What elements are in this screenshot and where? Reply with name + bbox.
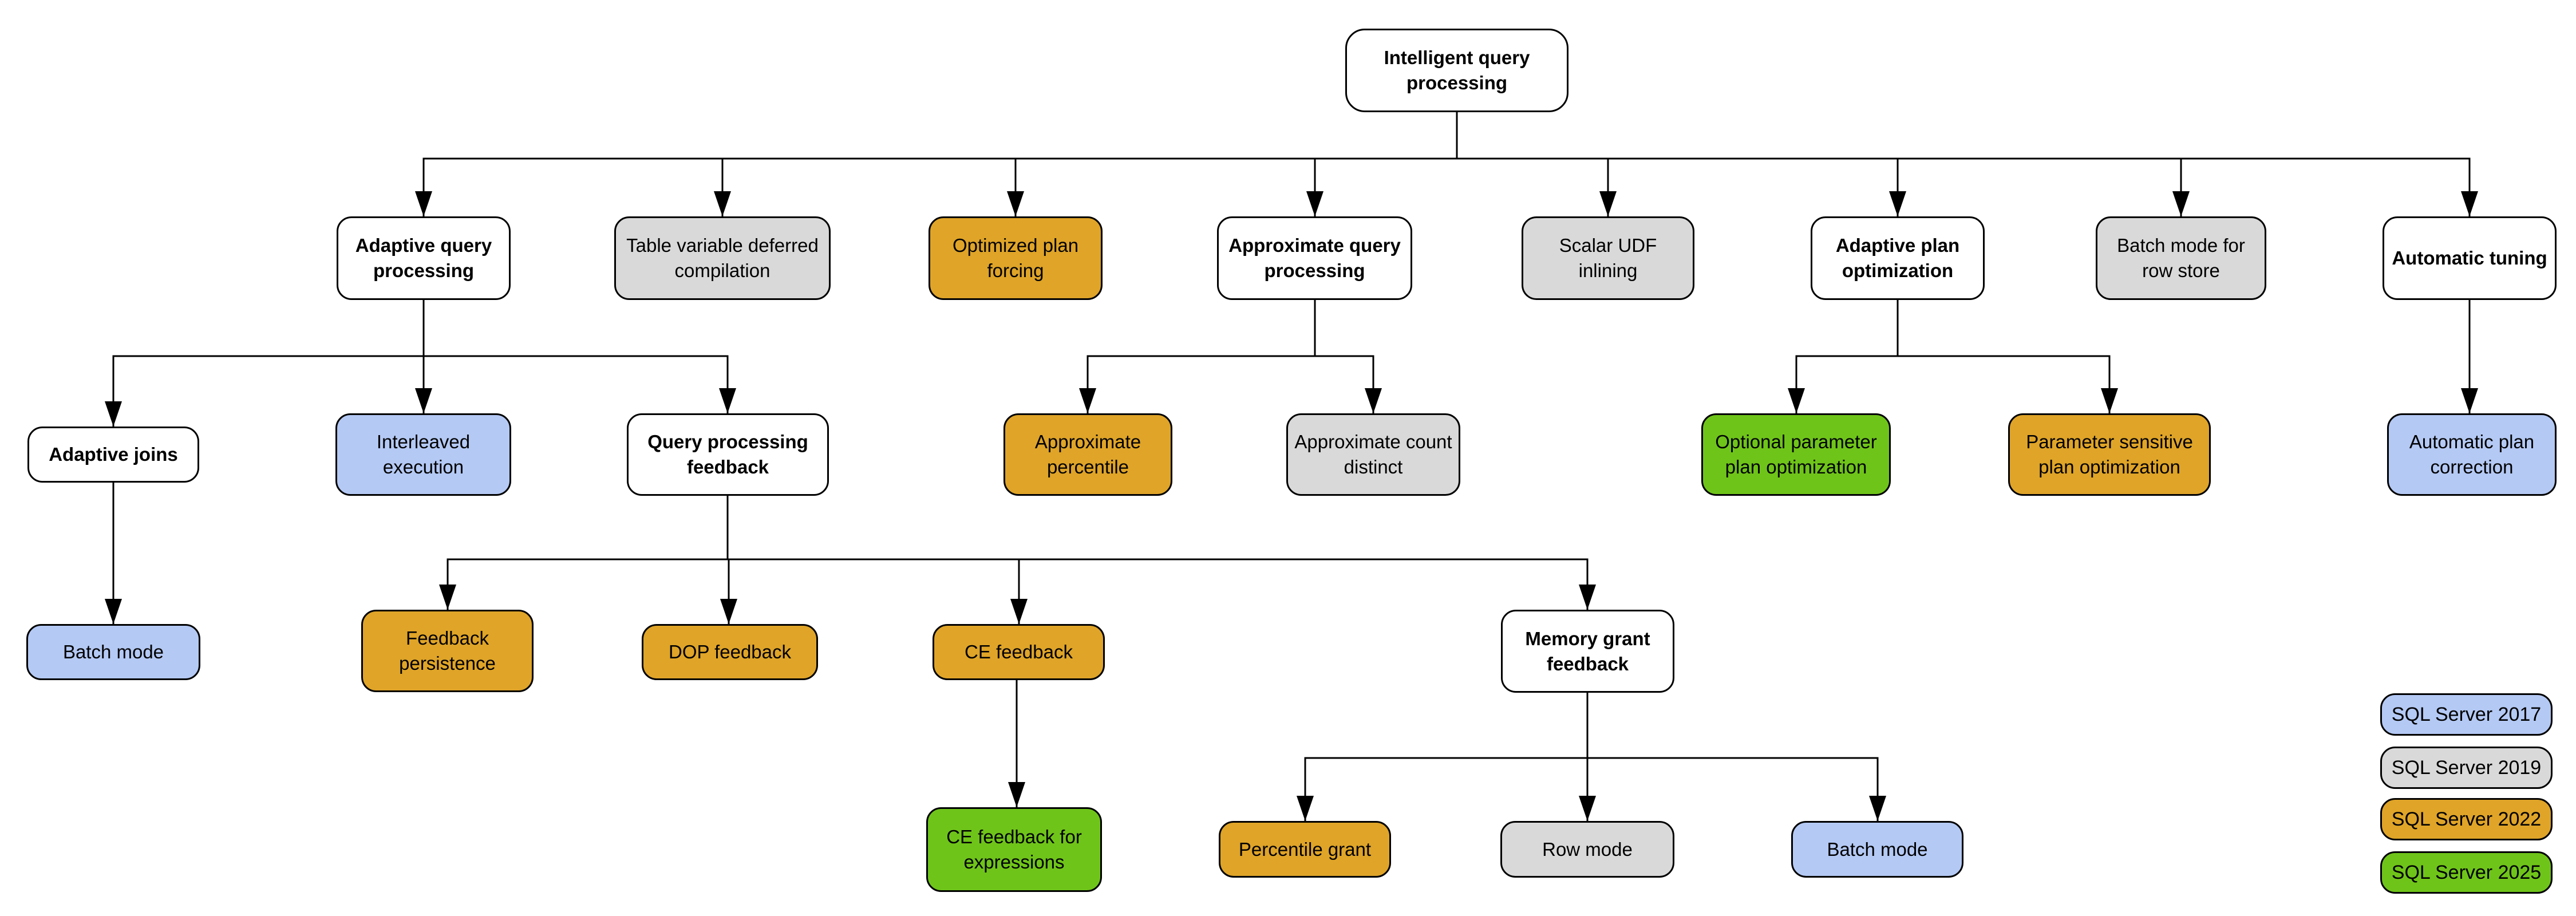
node-dop-feedback: DOP feedback [642, 624, 818, 680]
node-parameter-sensitive-plan-optimization: Parameter sensitive plan optimization [2008, 413, 2211, 496]
node-batch-mode-memory-grant: Batch mode [1791, 821, 1963, 878]
node-row-mode: Row mode [1500, 821, 1674, 878]
node-optimized-plan-forcing: Optimized plan forcing [929, 216, 1103, 300]
node-adaptive-plan-optimization: Adaptive plan optimization [1811, 216, 1985, 300]
node-ce-feedback-for-expressions: CE feedback for expressions [926, 807, 1102, 892]
node-batch-mode-for-row-store: Batch mode for row store [2096, 216, 2266, 300]
legend-sql-server-2025: SQL Server 2025 [2380, 851, 2553, 894]
node-optional-parameter-plan-optimization: Optional parameter plan optimization [1701, 413, 1891, 496]
node-automatic-plan-correction: Automatic plan correction [2387, 413, 2557, 496]
node-percentile-grant: Percentile grant [1219, 821, 1391, 878]
node-batch-mode-adaptive-joins: Batch mode [26, 624, 200, 680]
node-ce-feedback: CE feedback [933, 624, 1105, 680]
node-feedback-persistence: Feedback persistence [361, 610, 534, 692]
node-intelligent-query-processing: Intelligent query processing [1345, 29, 1568, 112]
node-interleaved-execution: Interleaved execution [335, 413, 511, 496]
legend-sql-server-2022: SQL Server 2022 [2380, 798, 2553, 840]
node-memory-grant-feedback: Memory grant feedback [1501, 610, 1674, 693]
legend-sql-server-2017: SQL Server 2017 [2380, 693, 2553, 736]
node-adaptive-joins: Adaptive joins [27, 427, 199, 483]
node-approximate-count-distinct: Approximate count distinct [1286, 413, 1460, 496]
node-query-processing-feedback: Query processing feedback [627, 413, 829, 496]
node-automatic-tuning: Automatic tuning [2383, 216, 2557, 300]
legend-sql-server-2019: SQL Server 2019 [2380, 747, 2553, 789]
node-approximate-query-processing: Approximate query processing [1217, 216, 1412, 300]
node-table-variable-deferred-compilation: Table variable deferred compilation [614, 216, 831, 300]
node-adaptive-query-processing: Adaptive query processing [337, 216, 511, 300]
node-approximate-percentile: Approximate percentile [1003, 413, 1172, 496]
node-scalar-udf-inlining: Scalar UDF inlining [1522, 216, 1694, 300]
